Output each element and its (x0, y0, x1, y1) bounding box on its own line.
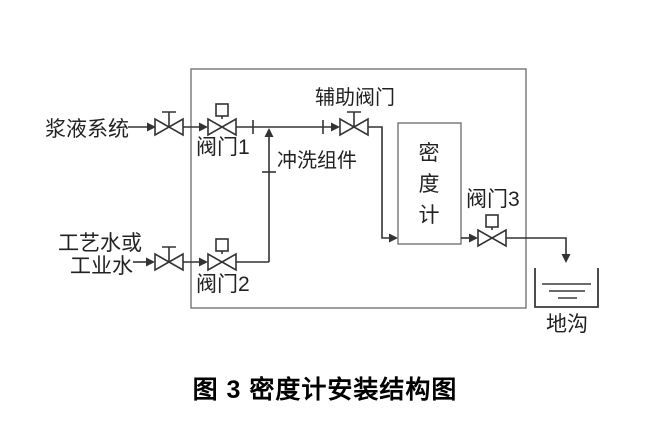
density-meter-label-char: 度 (419, 173, 440, 196)
valve2-label: 阀门2 (196, 273, 250, 296)
drain-tank-icon (534, 268, 599, 308)
flow-arrow-down-icon (561, 254, 571, 263)
slurry-inlet-valve-icon (154, 111, 184, 137)
auxiliary-valve-icon (339, 111, 369, 137)
valve3-label: 阀门3 (466, 188, 520, 211)
flow-arrow-icon (469, 233, 478, 243)
valve1-label: 阀门1 (196, 136, 250, 159)
valve1-icon (207, 103, 237, 137)
outlet-pipe (461, 237, 567, 255)
drain-label: 地沟 (546, 313, 588, 336)
density-meter-label-char: 密 (419, 142, 440, 165)
density-meter-box (397, 122, 462, 245)
flow-arrow-icon (199, 257, 208, 267)
auxiliary-valve-label: 辅助阀门 (315, 86, 395, 109)
process-water-label-line1: 工艺水或 (58, 232, 142, 255)
flow-arrow-icon (331, 122, 340, 132)
flow-arrow-icon (389, 233, 398, 243)
flow-arrow-icon (147, 122, 156, 132)
figure-caption: 图 3 密度计安装结构图 (192, 376, 458, 404)
process-water-label-line2: 工业水 (70, 255, 133, 278)
slurry-system-label: 浆液系统 (45, 118, 129, 141)
flow-arrow-icon (199, 122, 208, 132)
flow-arrow-icon (146, 257, 155, 267)
flush-assembly-label: 冲洗组件 (277, 149, 357, 172)
valve3-icon (477, 214, 507, 248)
flow-arrow-up-icon (264, 128, 274, 137)
water-inlet-valve-icon (154, 246, 184, 272)
density-meter-label-char: 计 (419, 204, 440, 227)
enclosure-box (190, 68, 527, 309)
slurry-pipe (128, 120, 390, 239)
valve2-icon (207, 238, 237, 272)
flush-riser-pipe (262, 137, 276, 262)
